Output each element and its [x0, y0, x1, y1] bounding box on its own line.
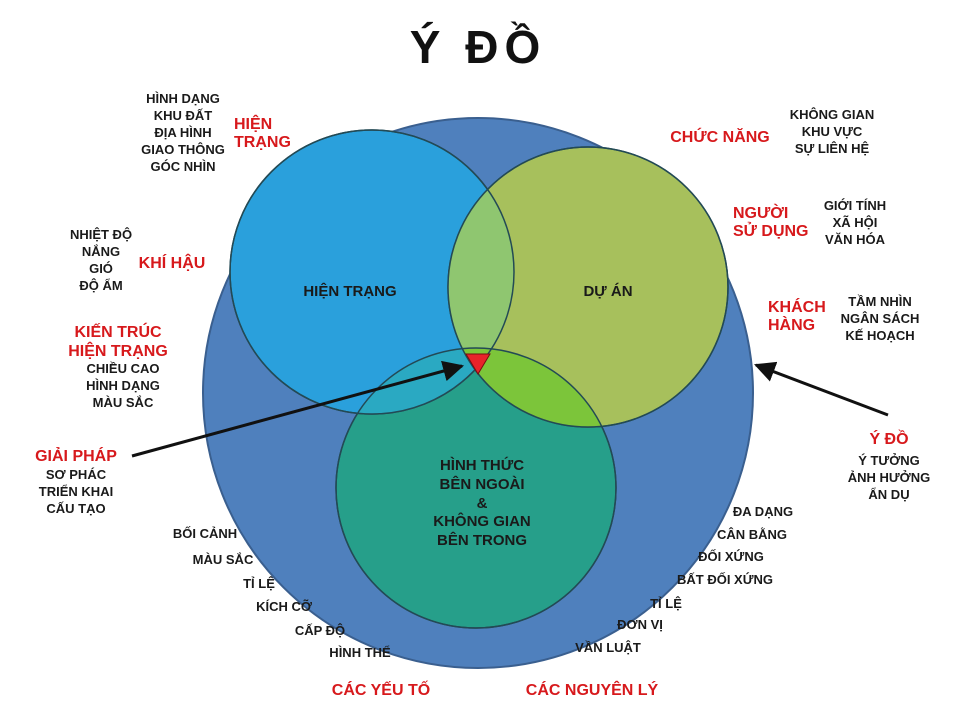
- nguoi-su-dung-items: GIỚI TÍNH XÃ HỘI VĂN HÓA: [823, 198, 887, 247]
- nguyen-ly-item-4: BẤT ĐỐI XỨNG: [676, 572, 774, 587]
- yeu-to-item-4: KÍCH CỠ: [256, 599, 312, 614]
- khi-hau-heading: KHÍ HẬU: [138, 255, 206, 272]
- nguyen-ly-item-7: VẦN LUẬT: [575, 640, 641, 655]
- chuc-nang-items: KHÔNG GIAN KHU VỰC SỰ LIÊN HỆ: [789, 107, 875, 156]
- y-do-arrow: [754, 361, 889, 417]
- hien-trang-circle-label: HIỆN TRẠNG: [303, 283, 397, 300]
- giai-phap-items: SƠ PHÁC TRIỂN KHAI CẤU TẠO: [38, 467, 114, 516]
- nguoi-su-dung-heading: NGƯỜI SỬ DỤNG: [733, 205, 809, 241]
- nguyen-ly-item-2: CÂN BẰNG: [716, 527, 788, 542]
- nguyen-ly-item-5: TỈ LỆ: [650, 596, 682, 611]
- hinh-thuc-circle-label: HÌNH THỨC BÊN NGOÀI & KHÔNG GIAN BÊN TRO…: [433, 457, 531, 549]
- giai-phap-arrow: [131, 360, 465, 458]
- overlap-du-an-hinh-thuc: [448, 348, 616, 427]
- yeu-to-item-6: HÌNH THỂ: [329, 645, 391, 660]
- y-do-items: Ý TƯỞNG ẢNH HƯỞNG ẨN DỤ: [847, 453, 931, 502]
- hien-trang-items: HÌNH DẠNG KHU ĐẤT ĐỊA HÌNH GIAO THÔNG GÓ…: [141, 91, 225, 174]
- yeu-to-item-3: TỈ LỆ: [243, 576, 275, 591]
- cac-yeu-to-heading: CÁC YẾU TỐ: [331, 682, 431, 699]
- hien-trang-heading: HIỆN TRẠNG: [234, 116, 291, 151]
- center-marker-triangle: [465, 353, 491, 375]
- kien-truc-heading: KIẾN TRÚC HIỆN TRẠNG: [68, 324, 168, 361]
- yeu-to-item-5: CẤP ĐỘ: [294, 623, 346, 638]
- nguyen-ly-item-1: ĐA DẠNG: [732, 504, 794, 519]
- khach-hang-heading: KHÁCH HÀNG: [768, 299, 826, 335]
- du-an-circle-label: DỰ ÁN: [583, 283, 633, 300]
- yeu-to-item-2: MÀU SẮC: [192, 552, 254, 567]
- nguyen-ly-item-6: ĐƠN VỊ: [617, 617, 663, 632]
- yeu-to-item-1: BỐI CẢNH: [172, 526, 238, 541]
- y-do-heading: Ý ĐỒ: [869, 431, 909, 448]
- nguyen-ly-item-3: ĐỐI XỨNG: [698, 549, 764, 564]
- khi-hau-items: NHIỆT ĐỘ NẮNG GIÓ ĐỘ ẨM: [69, 227, 133, 293]
- cac-nguyen-ly-heading: CÁC NGUYÊN LÝ: [525, 682, 659, 699]
- kien-truc-items: CHIỀU CAO HÌNH DẠNG MÀU SẮC: [86, 361, 160, 410]
- giai-phap-heading: GIẢI PHÁP: [35, 448, 117, 465]
- chuc-nang-heading: CHỨC NĂNG: [670, 129, 770, 146]
- khach-hang-items: TẦM NHÌN NGÂN SÁCH KẾ HOẠCH: [840, 294, 920, 343]
- page-title: Ý ĐỒ: [409, 21, 547, 73]
